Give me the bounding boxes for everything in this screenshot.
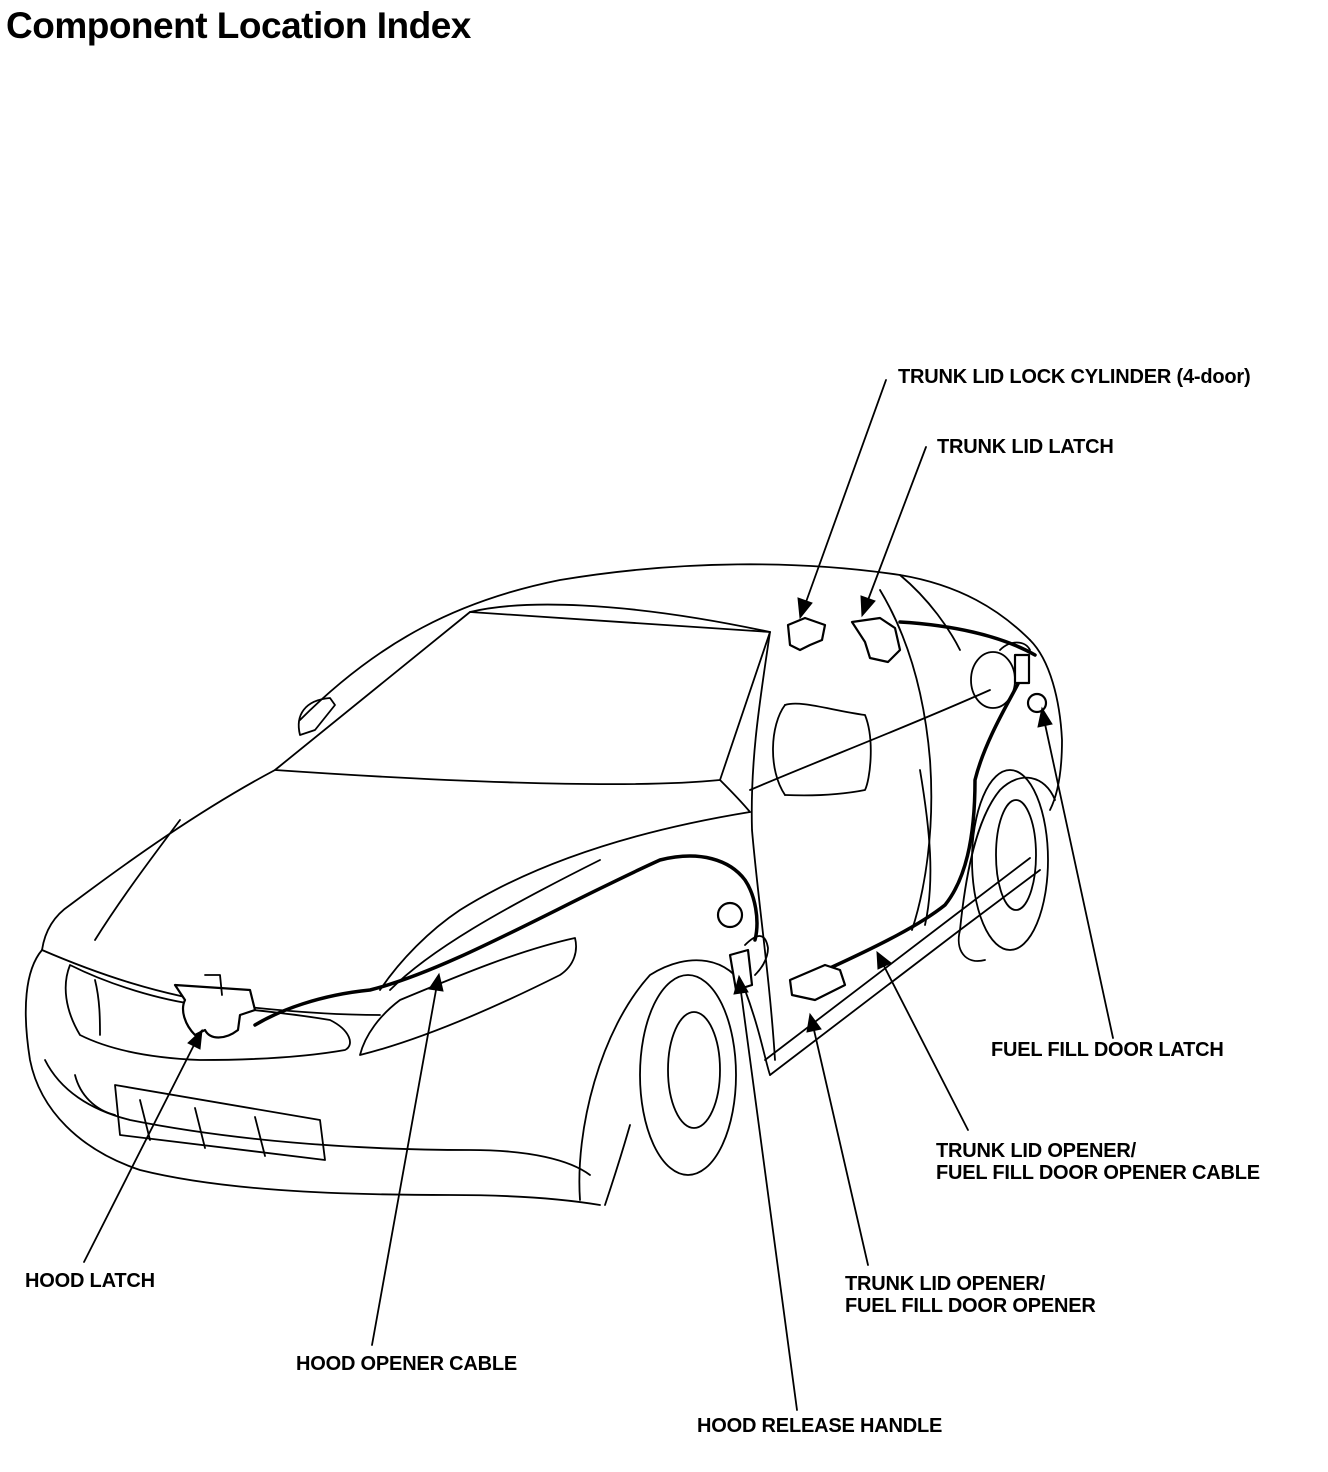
- trunk-lid-opener-part: [788, 963, 847, 1002]
- leader-lines: [83, 379, 1114, 1411]
- trunk-lid-lock-cylinder-part: [786, 616, 827, 652]
- label-hood-release-handle: HOOD RELEASE HANDLE: [697, 1415, 943, 1437]
- label-trunk-lid-latch: TRUNK LID LATCH: [937, 436, 1114, 458]
- label-fuel-fill-door-latch: FUEL FILL DOOR LATCH: [991, 1039, 1224, 1061]
- hood-release-handle-part: [716, 901, 769, 992]
- label-trunk-lid-opener-line1: TRUNK LID OPENER/: [845, 1273, 1045, 1295]
- label-trunk-lid-lock-cylinder: TRUNK LID LOCK CYLINDER (4-door): [898, 366, 1251, 388]
- trunk-lid-latch-part: [850, 616, 902, 664]
- label-trunk-lid-opener-cable-line2: FUEL FILL DOOR OPENER CABLE: [936, 1162, 1260, 1184]
- label-trunk-lid-opener: TRUNK LID OPENER/ FUEL FILL DOOR OPENER: [845, 1273, 1096, 1317]
- cable-routing: [253, 620, 1037, 1027]
- car-body-outline: [24, 563, 1063, 1206]
- label-hood-latch: HOOD LATCH: [25, 1270, 155, 1292]
- label-trunk-lid-opener-cable-line1: TRUNK LID OPENER/: [936, 1140, 1136, 1162]
- label-hood-opener-cable: HOOD OPENER CABLE: [296, 1353, 518, 1375]
- label-trunk-lid-opener-line2: FUEL FILL DOOR OPENER: [845, 1295, 1096, 1317]
- page-title: Component Location Index: [6, 5, 471, 46]
- hood-latch-part: [173, 974, 257, 1039]
- label-trunk-lid-opener-cable: TRUNK LID OPENER/ FUEL FILL DOOR OPENER …: [936, 1140, 1260, 1184]
- fuel-fill-door-latch-part: [1013, 653, 1048, 714]
